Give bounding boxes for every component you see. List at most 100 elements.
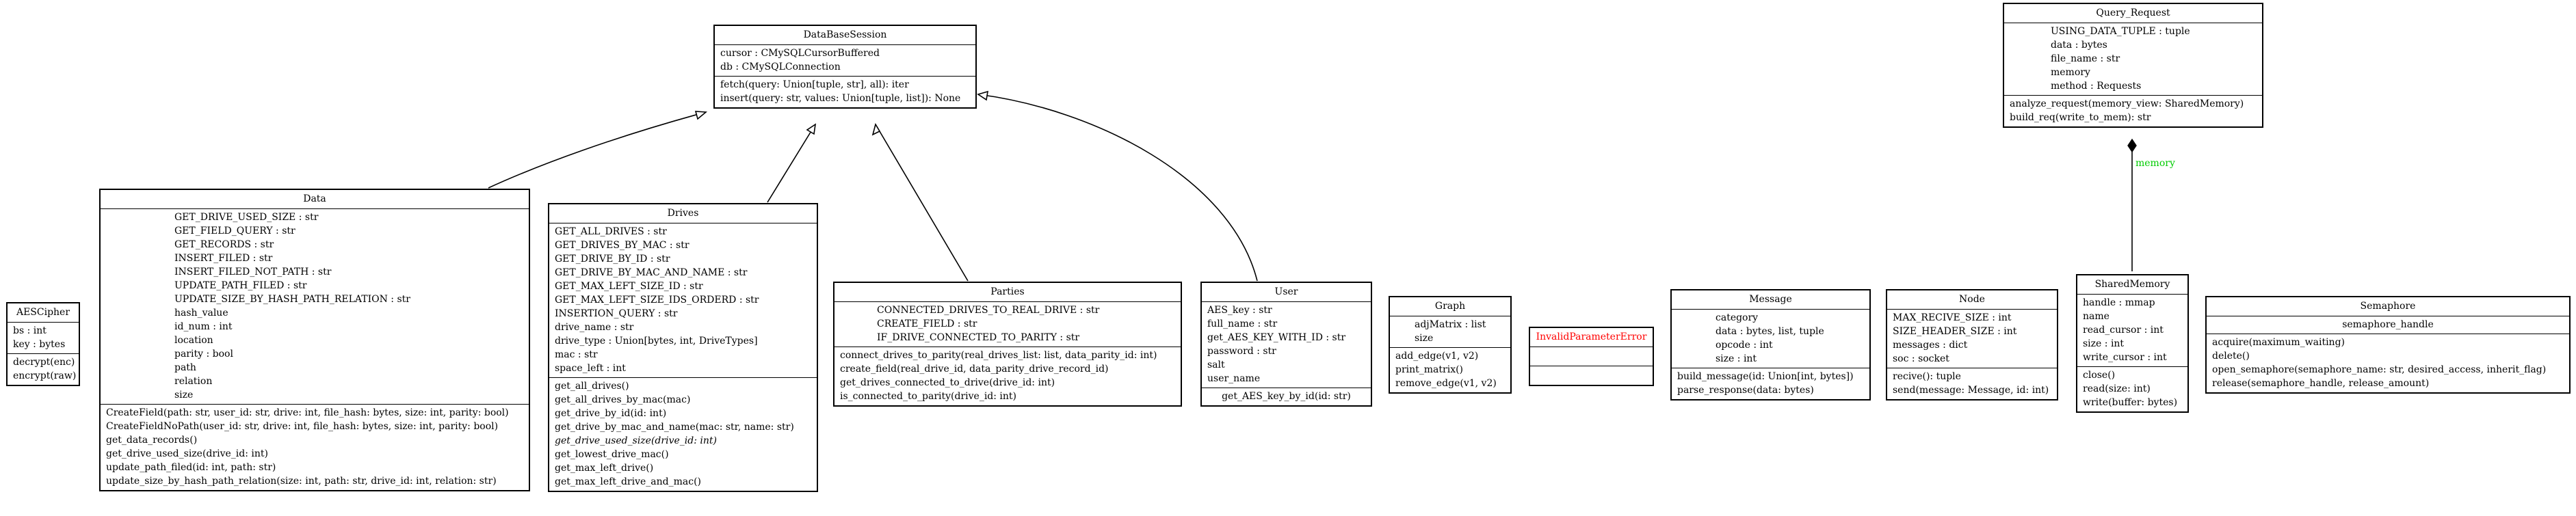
class-name: Query_Request [2004,4,2262,23]
composition-diamond [2127,138,2137,153]
attribute: memory [2051,67,2090,78]
class-name: Node [1887,290,2057,310]
attributes: bs : int key : bytes [8,323,79,354]
attribute: relation [174,376,213,387]
method: get_AES_key_by_id(id: str) [1222,391,1351,402]
method: parse_response(data: bytes) [1677,385,1814,396]
attribute: AES_key : str [1207,305,1272,316]
edge-parties-inherits-databasesession [875,124,969,282]
arrowhead-parties [871,122,881,136]
class-data[interactable]: Data GET_DRIVE_USED_SIZE : str GET_FIELD… [99,189,530,491]
attribute: password : str [1207,346,1276,357]
class-name: User [1202,283,1371,302]
class-semaphore[interactable]: Semaphore semaphore_handle acquire(maxim… [2205,296,2571,394]
attribute: opcode : int [1716,340,1773,351]
attribute: GET_MAX_LEFT_SIZE_IDS_ORDERD : str [555,295,759,305]
attributes [1530,347,1653,366]
attribute: drive_name : str [555,322,634,333]
method: get_all_drives_by_mac(mac) [555,394,691,405]
class-query-request[interactable]: Query_Request USING_DATA_TUPLE : tuple d… [2003,3,2263,128]
class-drives[interactable]: Drives GET_ALL_DRIVES : str GET_DRIVES_B… [548,203,818,492]
attribute: GET_ALL_DRIVES : str [555,226,667,237]
attribute: read_cursor : int [2083,325,2164,336]
method: get_drive_by_id(id: int) [555,408,667,419]
method: close() [2083,370,2116,381]
attribute: GET_MAX_LEFT_SIZE_ID : str [555,281,703,292]
attribute: parity : bool [174,349,233,359]
class-name: Message [1672,290,1869,310]
attributes: GET_ALL_DRIVES : str GET_DRIVES_BY_MAC :… [549,223,817,378]
method: print_matrix() [1395,364,1464,375]
methods: fetch(query: Union[tuple, str], all): it… [715,77,975,107]
attribute: USING_DATA_TUPLE : tuple [2051,26,2190,37]
class-name: Parties [834,283,1181,302]
method: get_data_records() [106,435,198,446]
method: open_semaphore(semaphore_name: str, desi… [2212,364,2547,375]
attributes: CONNECTED_DRIVES_TO_REAL_DRIVE : str CRE… [834,302,1181,347]
class-message[interactable]: Message category data : bytes, list, tup… [1670,289,1871,400]
class-name: AESCipher [8,303,79,323]
method: get_all_drives() [555,381,629,392]
method: add_edge(v1, v2) [1395,351,1479,362]
attribute: name [2083,311,2110,322]
class-user[interactable]: User AES_key : str full_name : str get_A… [1200,282,1372,407]
attribute: semaphore_handle [2342,319,2434,330]
attribute: space_left : int [555,363,626,374]
method: acquire(maximum_waiting) [2212,337,2345,348]
method: write(buffer: bytes) [2083,397,2178,408]
method: get_drive_used_size(drive_id: int) [106,448,268,459]
attribute: size [174,390,194,400]
methods: decrypt(enc) encrypt(raw) [8,354,79,385]
method: get_drive_used_size(drive_id: int) [555,435,717,446]
attribute: INSERT_FILED_NOT_PATH : str [174,267,332,277]
attributes: handle : mmap name read_cursor : int siz… [2077,295,2187,367]
attribute: salt [1207,359,1225,370]
methods: get_AES_key_by_id(id: str) [1202,388,1371,405]
class-sharedmemory[interactable]: SharedMemory handle : mmap name read_cur… [2076,274,2189,413]
association-label-memory: memory [2135,158,2175,169]
class-databasesession[interactable]: DataBaseSession cursor : CMySQLCursorBuf… [713,25,977,109]
attributes: adjMatrix : list size [1390,316,1510,348]
attribute: GET_FIELD_QUERY : str [174,226,295,236]
attribute: GET_DRIVES_BY_MAC : str [555,240,689,251]
methods: analyze_request(memory_view: SharedMemor… [2004,96,2262,126]
method: get_drive_by_mac_and_name(mac: str, name… [555,422,794,433]
attribute: bs : int [13,325,47,336]
attributes: USING_DATA_TUPLE : tuple data : bytes fi… [2004,23,2262,96]
attribute: path [174,362,196,373]
method: CreateField(path: str, user_id: str, dri… [106,407,509,418]
method: decrypt(enc) [13,357,75,368]
class-parties[interactable]: Parties CONNECTED_DRIVES_TO_REAL_DRIVE :… [833,282,1182,407]
attributes: GET_DRIVE_USED_SIZE : str GET_FIELD_QUER… [101,209,529,405]
class-name: Drives [549,204,817,223]
class-name: DataBaseSession [715,26,975,45]
method: update_size_by_hash_path_relation(size: … [106,476,497,487]
method: read(size: int) [2083,383,2151,394]
attribute: user_name [1207,373,1261,384]
class-name: Semaphore [2207,297,2569,316]
attribute: cursor : CMySQLCursorBuffered [720,48,880,59]
attribute: GET_RECORDS : str [174,239,274,250]
attribute: get_AES_KEY_WITH_ID : str [1207,332,1346,343]
attribute: size : int [2083,338,2125,349]
methods: CreateField(path: str, user_id: str, dri… [101,405,529,490]
class-aescipher[interactable]: AESCipher bs : int key : bytes decrypt(e… [6,302,80,386]
method: get_max_left_drive() [555,463,654,474]
class-name: InvalidParameterError [1530,328,1653,347]
arrowhead-drives [806,123,817,135]
attributes: AES_key : str full_name : str get_AES_KE… [1202,302,1371,388]
attribute: file_name : str [2051,53,2120,64]
method: CreateFieldNoPath(user_id: str, drive: i… [106,421,499,432]
class-node[interactable]: Node MAX_RECIVE_SIZE : int SIZE_HEADER_S… [1886,289,2058,400]
method: recive(): tuple [1893,371,1961,382]
attribute: adjMatrix : list [1415,319,1486,330]
attribute: INSERT_FILED : str [174,253,273,264]
methods: get_all_drives() get_all_drives_by_mac(m… [549,378,817,491]
attribute: INSERTION_QUERY : str [555,308,678,319]
class-invalidparametererror[interactable]: InvalidParameterError [1529,327,1654,386]
attribute: data : bytes, list, tuple [1716,326,1824,337]
attribute: soc : socket [1893,353,1949,364]
method: delete() [2212,351,2250,362]
methods: acquire(maximum_waiting) delete() open_s… [2207,334,2569,392]
class-graph[interactable]: Graph adjMatrix : list size add_edge(v1,… [1389,296,1512,394]
